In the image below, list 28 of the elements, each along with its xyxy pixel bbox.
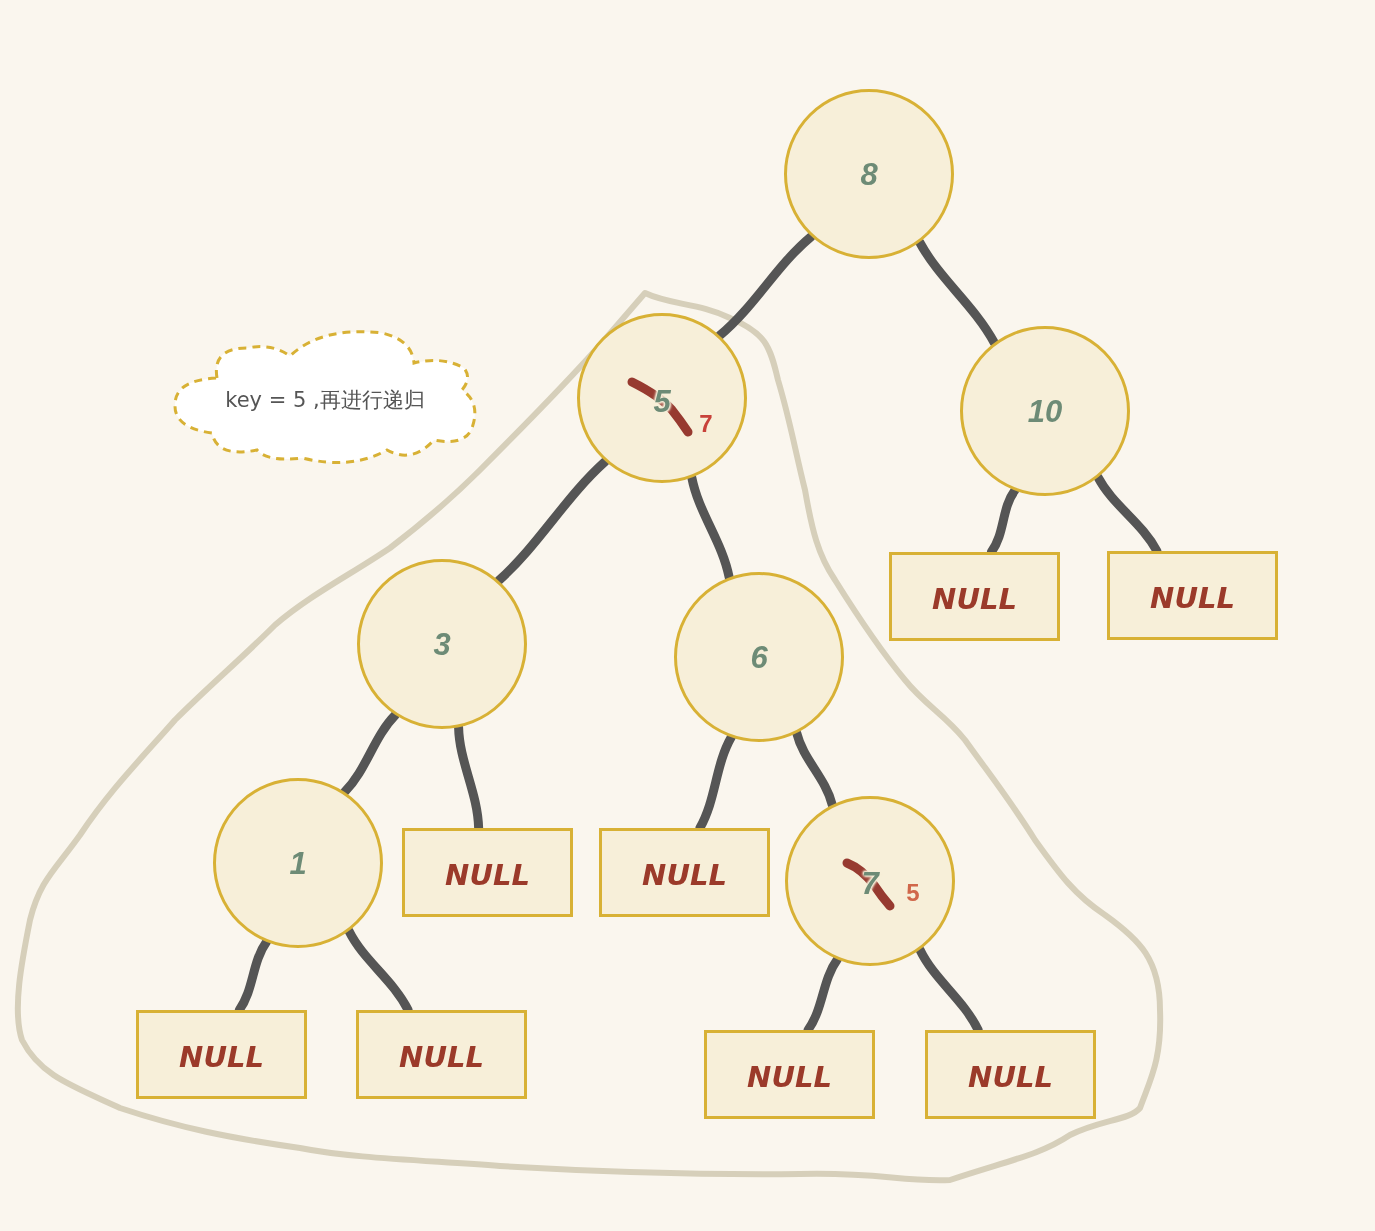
- null-box: [704, 1030, 875, 1119]
- null-box: [1107, 551, 1278, 640]
- null-label: NULL: [1150, 583, 1235, 612]
- node-value: 1: [289, 847, 307, 879]
- node-value: 8: [860, 158, 878, 190]
- node-value: 6: [750, 641, 768, 673]
- null-label: NULL: [932, 584, 1017, 613]
- new-value: 5: [906, 881, 920, 905]
- tree-edge: [340, 710, 400, 797]
- null-box: [889, 552, 1060, 641]
- callout-text: key = 5 ,再进行递归: [225, 389, 425, 411]
- cloud-callout: [172, 328, 478, 466]
- new-value: 7: [699, 412, 713, 436]
- null-box: [402, 828, 573, 917]
- node-value: 10: [1027, 395, 1063, 427]
- null-box: [599, 828, 770, 917]
- tree-edge: [494, 456, 610, 586]
- node-value: 3: [433, 628, 451, 660]
- null-label: NULL: [399, 1042, 484, 1071]
- tree-edge: [715, 231, 816, 341]
- null-box: [356, 1010, 527, 1099]
- null-box: [136, 1010, 307, 1099]
- null-box: [925, 1030, 1096, 1119]
- null-label: NULL: [179, 1042, 264, 1071]
- null-label: NULL: [747, 1062, 832, 1091]
- null-label: NULL: [445, 860, 530, 889]
- null-label: NULL: [642, 860, 727, 889]
- null-label: NULL: [968, 1062, 1053, 1091]
